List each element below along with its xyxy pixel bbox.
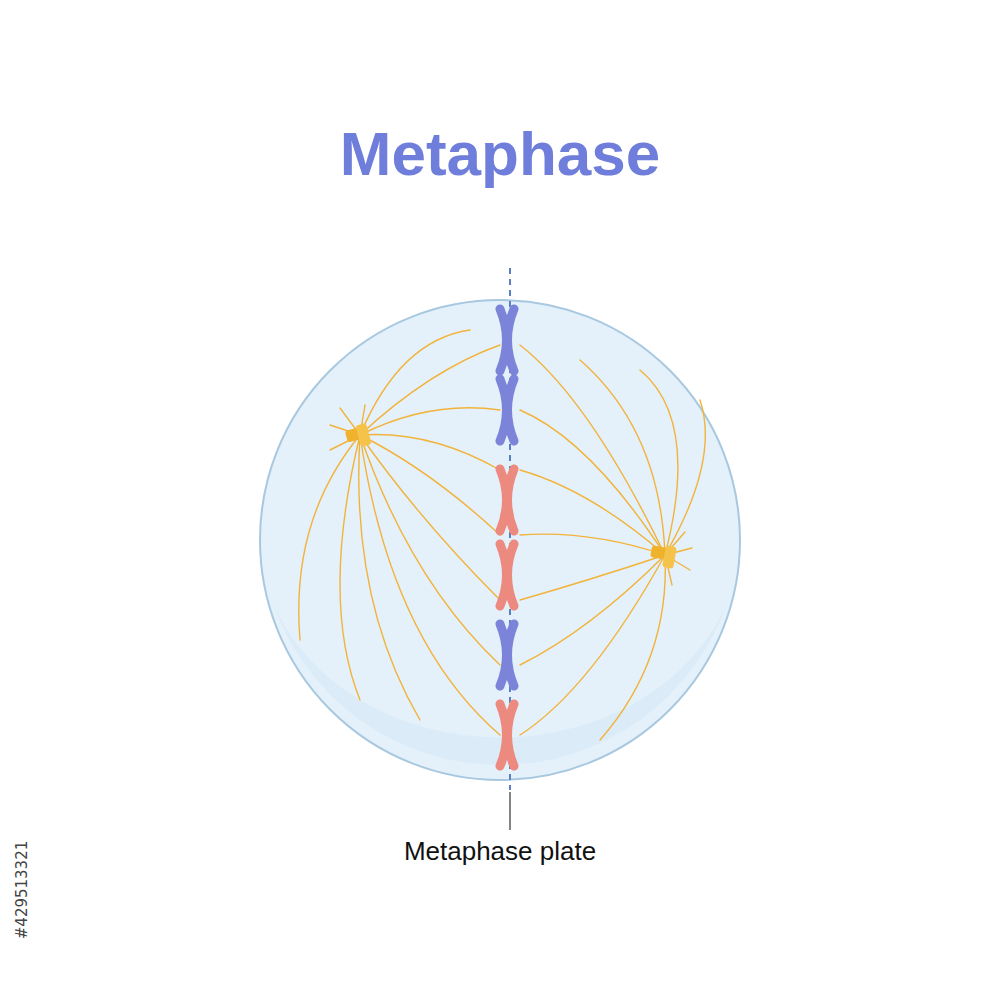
watermark: #429513321 xyxy=(13,841,31,939)
chromosomes xyxy=(500,309,514,766)
leader-line xyxy=(509,792,510,830)
cell xyxy=(260,300,740,780)
part-label: Metaphase plate xyxy=(0,836,1000,867)
diagram-title: Metaphase xyxy=(0,118,1000,189)
centrosomes xyxy=(345,423,677,569)
spindle-fibers xyxy=(299,330,706,740)
